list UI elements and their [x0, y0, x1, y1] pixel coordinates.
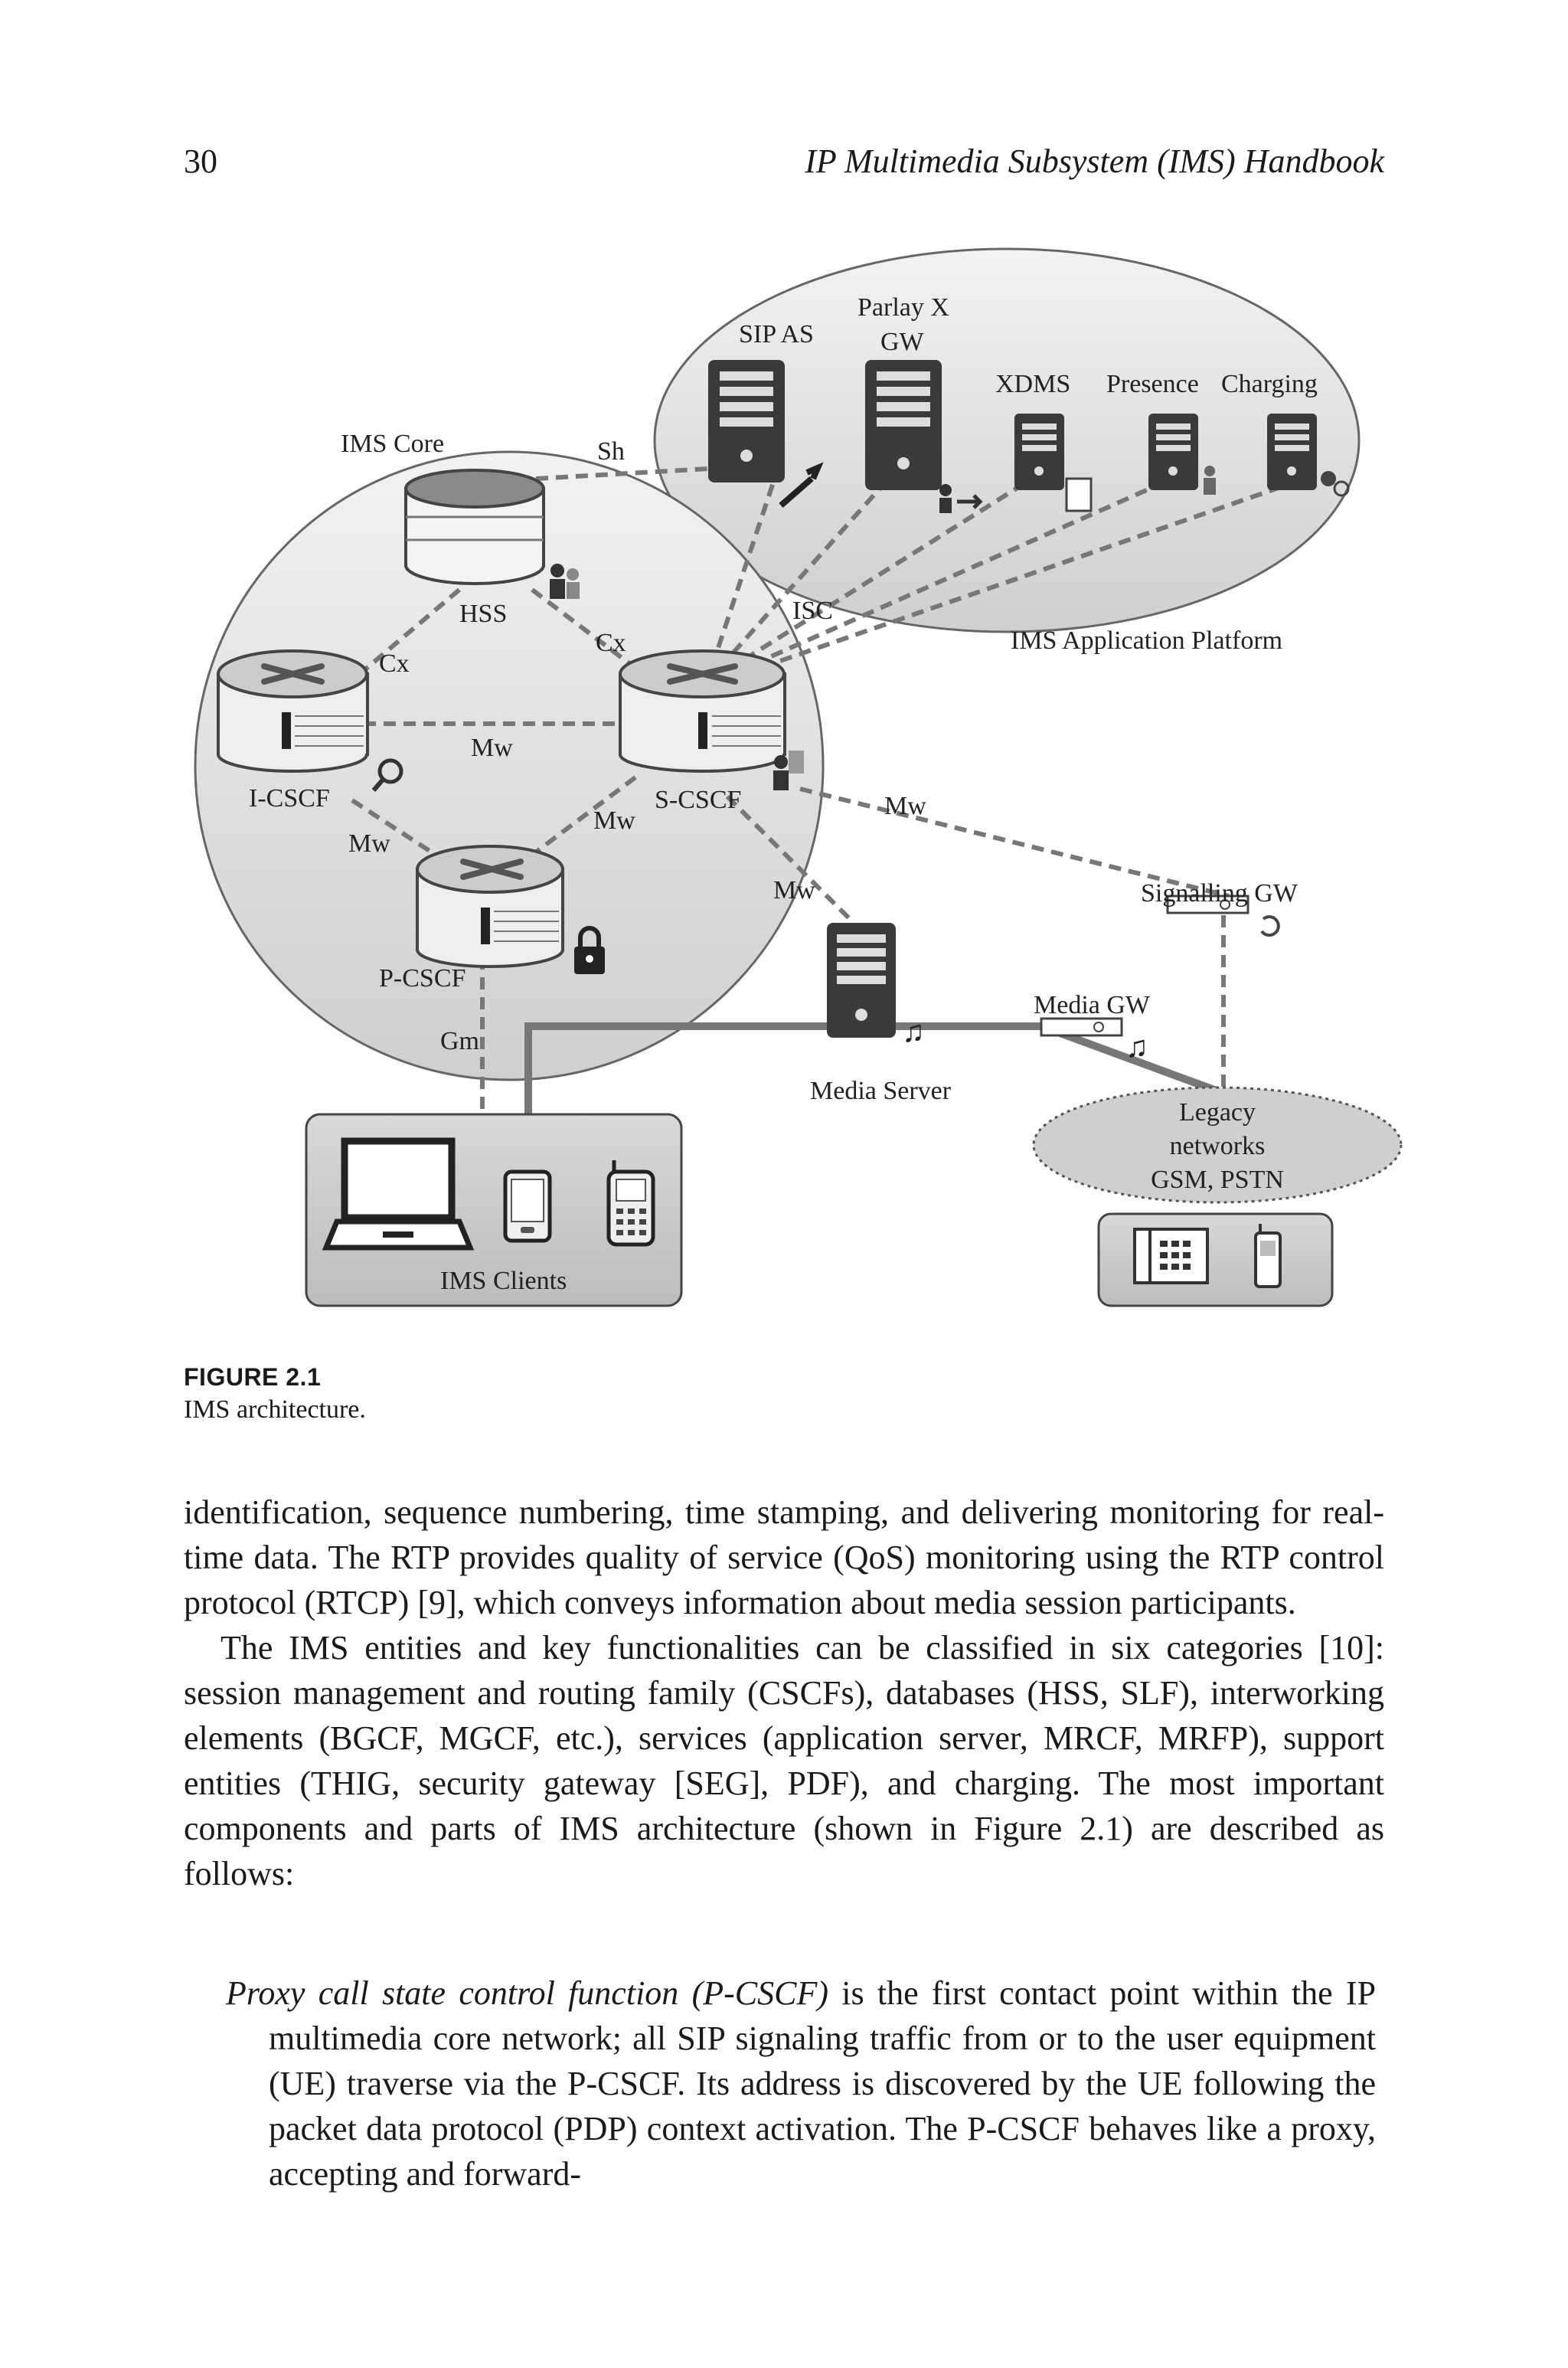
label-parlay-x: Parlay X	[858, 293, 949, 322]
label-p-cscf: P-CSCF	[379, 964, 466, 993]
figure-caption-text: IMS architecture.	[184, 1395, 366, 1424]
presence-server-icon	[1148, 414, 1216, 495]
desk-phone-icon	[1133, 1228, 1209, 1284]
label-legacy: Legacy	[1179, 1098, 1256, 1127]
running-head: IP Multimedia Subsystem (IMS) Handbook	[805, 142, 1384, 180]
label-cx-right: Cx	[596, 629, 626, 657]
page-number: 30	[184, 142, 217, 180]
media-server-icon: ♫	[827, 923, 925, 1048]
label-media-server: Media Server	[810, 1077, 952, 1105]
svg-text:♫: ♫	[902, 1014, 925, 1048]
media-gw-icon: ♫	[1040, 1017, 1148, 1064]
ims-core-circle	[194, 450, 825, 1081]
ims-architecture-figure: ♫ ♫ SIP AS	[194, 247, 1403, 1307]
label-presence: Presence	[1106, 370, 1199, 398]
signalling-gw-icon	[1166, 895, 1280, 937]
label-sh: Sh	[597, 437, 625, 466]
label-gm: Gm	[440, 1027, 479, 1055]
lock-icon	[574, 926, 605, 974]
laptop-icon	[322, 1137, 475, 1251]
user-profile-icon	[550, 564, 580, 599]
label-ims-app-platform: IMS Application Platform	[1011, 626, 1282, 655]
p-cscf-router-icon	[416, 845, 564, 968]
sip-as-server-icon	[708, 360, 824, 509]
s-cscf-user-icon	[773, 751, 804, 790]
label-media-gw: Media GW	[1034, 991, 1151, 1019]
definition-term: Proxy call state control function (P-CSC…	[226, 1974, 828, 2012]
label-ims-clients: IMS Clients	[440, 1267, 567, 1295]
ims-app-platform-ellipse	[653, 247, 1361, 633]
body-text: identification, sequence numbering, time…	[184, 1490, 1384, 1896]
hss-database-icon	[404, 469, 545, 585]
label-mw-left: Mw	[348, 829, 390, 858]
label-mw-top: Mw	[471, 734, 513, 762]
magnifier-icon	[371, 758, 403, 792]
svg-text:♫: ♫	[1125, 1029, 1148, 1064]
legacy-networks-ellipse	[1032, 1086, 1403, 1204]
xdms-server-icon	[1014, 414, 1093, 512]
label-mw-mid: Mw	[593, 806, 635, 835]
signalling-links	[351, 459, 1295, 1118]
label-i-cscf: I-CSCF	[249, 784, 330, 813]
label-isc: ISC	[792, 597, 833, 625]
label-mw-bottom: Mw	[773, 876, 815, 904]
media-bearer-line	[524, 1022, 1230, 1122]
label-cx-left: Cx	[379, 649, 410, 678]
label-xdms: XDMS	[995, 370, 1070, 398]
smartphone-icon	[503, 1169, 552, 1243]
label-charging: Charging	[1221, 370, 1318, 398]
label-legacy-networks: networks	[1170, 1132, 1266, 1160]
feature-phone-icon	[606, 1160, 655, 1247]
parlay-x-gw-server-icon	[865, 360, 983, 513]
p-cscf-definition: Proxy call state control function (P-CSC…	[226, 1971, 1376, 2196]
label-legacy-gsm-pstn: GSM, PSTN	[1151, 1166, 1284, 1194]
paragraph-2: The IMS entities and key functionalities…	[184, 1629, 1384, 1892]
charging-server-icon	[1267, 414, 1350, 497]
label-parlay-gw: GW	[880, 328, 925, 356]
label-signalling-gw: Signalling GW	[1141, 879, 1298, 908]
label-mw-right: Mw	[884, 792, 926, 820]
paragraph-1: identification, sequence numbering, time…	[184, 1493, 1384, 1621]
label-s-cscf: S-CSCF	[655, 786, 741, 814]
label-hss: HSS	[459, 600, 507, 628]
definition-text: is the first contact point within the IP…	[269, 1974, 1376, 2193]
i-cscf-router-icon	[217, 649, 369, 773]
s-cscf-router-icon	[619, 649, 786, 773]
label-ims-core: IMS Core	[341, 430, 444, 458]
label-sip-as: SIP AS	[739, 320, 814, 348]
mobile-phone-icon	[1254, 1224, 1282, 1288]
figure-caption-label: FIGURE 2.1	[184, 1363, 322, 1391]
